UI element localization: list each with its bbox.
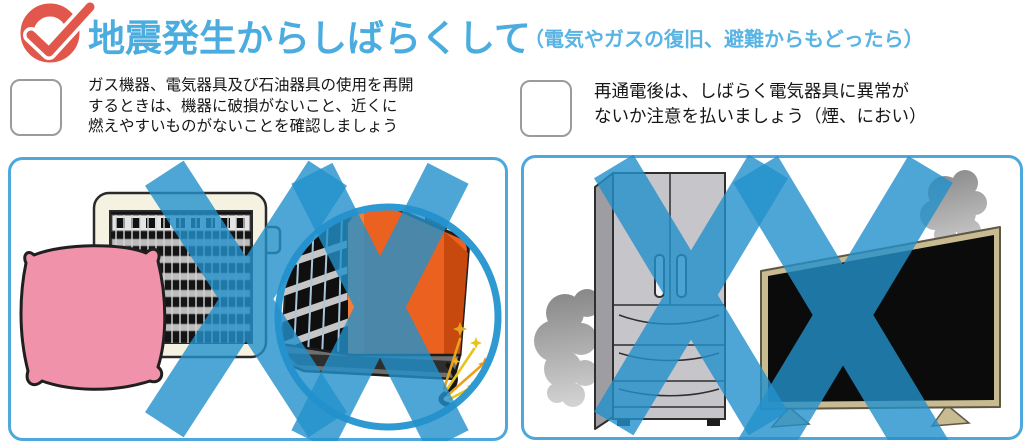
page-subtitle: （電気やガスの復旧、避難からもどったら） bbox=[524, 29, 924, 51]
x-mark bbox=[145, 160, 347, 438]
pink-cushion bbox=[19, 244, 167, 391]
checklist-text-gas-appliances: ガス機器、電気器具及び石油器具の使用を再開 するときは、機器に破損がないこと、近… bbox=[88, 76, 414, 138]
text-line: するときは、機器に破損がないこと、近くに bbox=[88, 97, 398, 115]
page-title: 地震発生からしばらくして bbox=[88, 18, 531, 59]
text-line: ガス機器、電気器具及び石油器具の使用を再開 bbox=[88, 77, 414, 94]
inset-grill-wires bbox=[293, 214, 343, 360]
text-line: 燃えやすいものがないことを確認しましょう bbox=[88, 118, 399, 135]
heater-bars bbox=[111, 238, 251, 332]
illustration-heater-cushion bbox=[8, 157, 508, 441]
checkbox-gas-appliances[interactable] bbox=[10, 79, 62, 136]
tv-leg bbox=[930, 403, 971, 427]
x-mark bbox=[594, 155, 788, 436]
text-line: ないか注意を払いましょう（煙、におい） bbox=[594, 106, 927, 126]
check-circle-icon bbox=[20, 0, 96, 63]
x-mark bbox=[291, 162, 469, 441]
x-mark bbox=[733, 155, 953, 440]
illustration-fridge-tv bbox=[521, 155, 1023, 440]
checkbox-repowering[interactable] bbox=[520, 80, 572, 137]
text-line: 再通電後は、しばらく電気器具に異常が bbox=[594, 81, 909, 101]
checklist-text-repowering: 再通電後は、しばらく電気器具に異常が ないか注意を払いましょう（煙、におい） bbox=[594, 79, 927, 129]
